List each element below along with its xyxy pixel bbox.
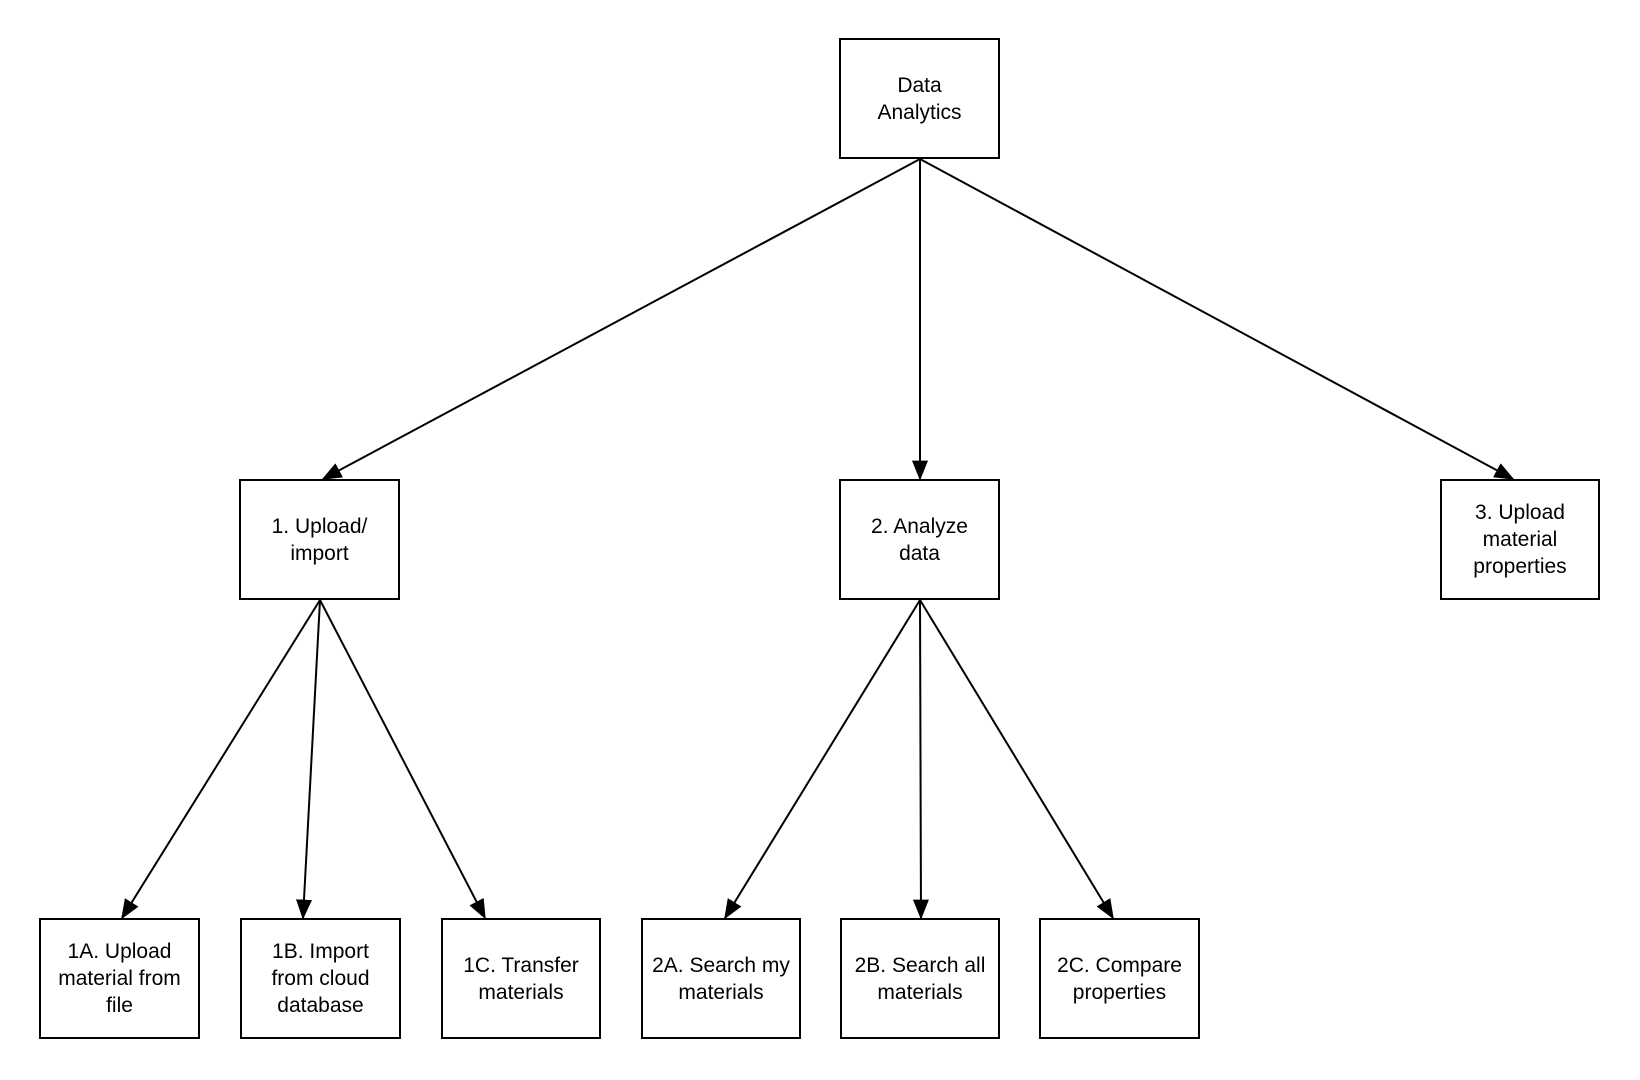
node-box-n1[interactable]: 1. Upload/ import xyxy=(239,479,400,600)
node-box-root[interactable]: Data Analytics xyxy=(839,38,1000,159)
arrow-root-to-n1 xyxy=(321,158,921,480)
node-label-n1c: 1C. Transfer materials xyxy=(463,953,579,1004)
node-label-n2b: 2B. Search all materials xyxy=(854,953,986,1004)
node-box-n2c[interactable]: 2C. Compare properties xyxy=(1039,918,1200,1039)
node-label-n2c: 2C. Compare properties xyxy=(1057,953,1182,1004)
arrow-n1-to-n1a xyxy=(121,599,321,920)
connector-lines xyxy=(121,158,1515,920)
node-label-n1a: 1A. Upload material from file xyxy=(58,940,181,1017)
arrow-n1-to-n1b xyxy=(295,599,321,920)
node-box-n2a[interactable]: 2A. Search my materials xyxy=(641,918,801,1039)
arrow-n2-to-n2c xyxy=(919,599,1114,920)
node-label-n3: 3. Upload material properties xyxy=(1473,501,1567,578)
node-box-n3[interactable]: 3. Upload material properties xyxy=(1440,479,1600,600)
node-label-root: Data Analytics xyxy=(877,73,962,124)
node-box-n1a[interactable]: 1A. Upload material from file xyxy=(39,918,200,1039)
node-box-n2[interactable]: 2. Analyze data xyxy=(839,479,1000,600)
node-box-n1b[interactable]: 1B. Import from cloud database xyxy=(240,918,401,1039)
node-label-n2a: 2A. Search my materials xyxy=(652,953,790,1004)
node-box-n2b[interactable]: 2B. Search all materials xyxy=(840,918,1000,1039)
node-label-n2: 2. Analyze data xyxy=(871,514,968,565)
arrow-n2-to-n2a xyxy=(724,599,921,920)
arrow-n2-to-n2b xyxy=(912,599,929,920)
arrow-n1-to-n1c xyxy=(319,599,486,920)
node-label-n1: 1. Upload/ import xyxy=(271,514,368,565)
arrow-root-to-n3 xyxy=(919,158,1515,480)
node-box-n1c[interactable]: 1C. Transfer materials xyxy=(441,918,601,1039)
node-label-n1b: 1B. Import from cloud database xyxy=(271,940,370,1017)
